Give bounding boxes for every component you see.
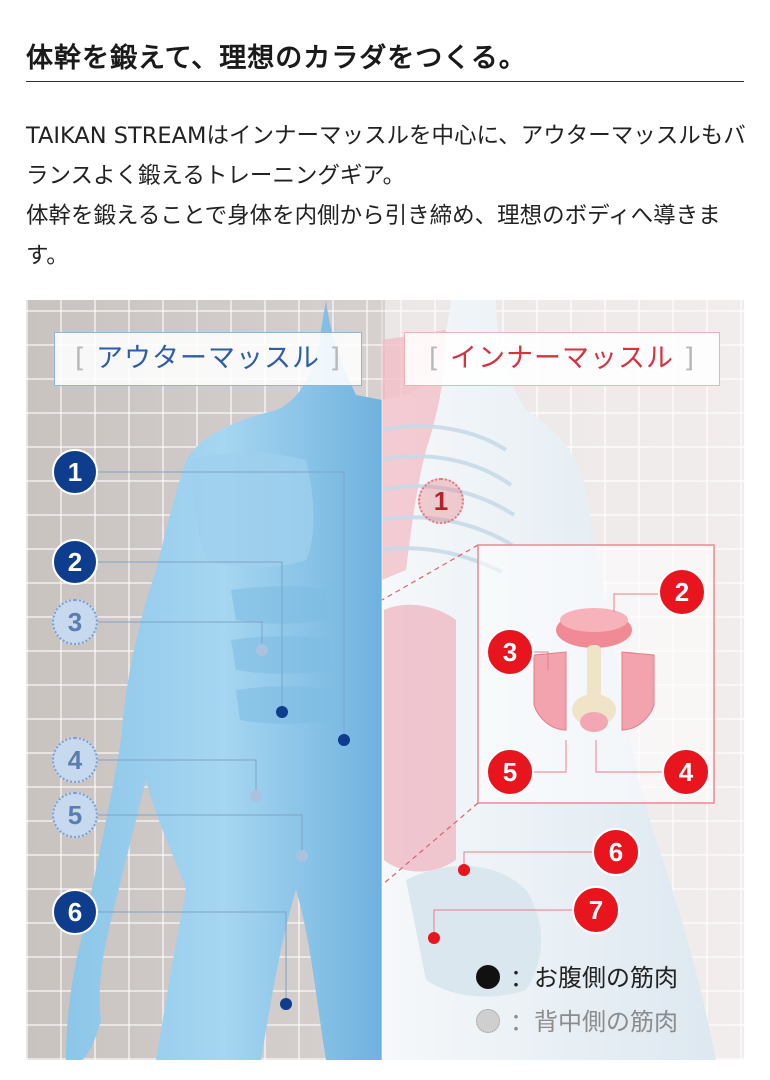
legend-back-muscles: ：背中側の筋肉 [476, 1002, 678, 1037]
page-heading: 体幹を鍛えて、理想のカラダをつくる。 [26, 43, 527, 74]
bracket-open: [ [428, 343, 441, 374]
description-paragraph-1: TAIKAN STREAMはインナーマッスルを中心に、アウターマッスルもバランス… [26, 123, 746, 189]
inner-marker-5: 5 [486, 748, 534, 796]
outer-muscle-label-text: アウターマッスル [96, 343, 320, 374]
inner-muscle-label-text: インナーマッスル [450, 343, 674, 374]
bracket-open: [ [74, 343, 87, 374]
back-dot-icon [476, 1009, 500, 1033]
description-paragraph-2: 体幹を鍛えることで身体を内側から引き締め、理想のボディへ導きます。 [26, 203, 721, 269]
heading-divider [26, 81, 744, 82]
inner-marker-7: 7 [572, 886, 620, 934]
inner-marker-4: 4 [662, 748, 710, 796]
inner-muscle-label: [ インナーマッスル ] [404, 332, 720, 386]
outer-body [66, 300, 382, 1060]
body-illustration [66, 300, 716, 1060]
legend-back-label: ：背中側の筋肉 [510, 1008, 678, 1036]
description: TAIKAN STREAMはインナーマッスルを中心に、アウターマッスルもバランス… [26, 116, 748, 276]
outer-marker-2: 2 [52, 539, 98, 585]
inner-marker-2: 2 [658, 568, 706, 616]
legend-front-muscles: ：お腹側の筋肉 [476, 958, 678, 993]
inner-marker-1: 1 [418, 478, 464, 524]
legend-front-label: ：お腹側の筋肉 [510, 964, 678, 992]
inner-marker-3: 3 [486, 628, 534, 676]
bracket-close: ] [683, 343, 696, 374]
outer-marker-3: 3 [52, 599, 98, 645]
outer-marker-1: 1 [52, 449, 98, 495]
muscle-illustration: [ アウターマッスル ] [ インナーマッスル ] 1 2 3 4 5 6 1 … [26, 300, 744, 1060]
front-dot-icon [476, 965, 500, 989]
bracket-close: ] [329, 343, 342, 374]
outer-muscle-label: [ アウターマッスル ] [54, 332, 362, 386]
outer-marker-4: 4 [52, 737, 98, 783]
outer-marker-5: 5 [52, 792, 98, 838]
inner-marker-6: 6 [592, 828, 640, 876]
core-muscles-diagram [533, 608, 655, 732]
outer-marker-6: 6 [52, 889, 98, 935]
